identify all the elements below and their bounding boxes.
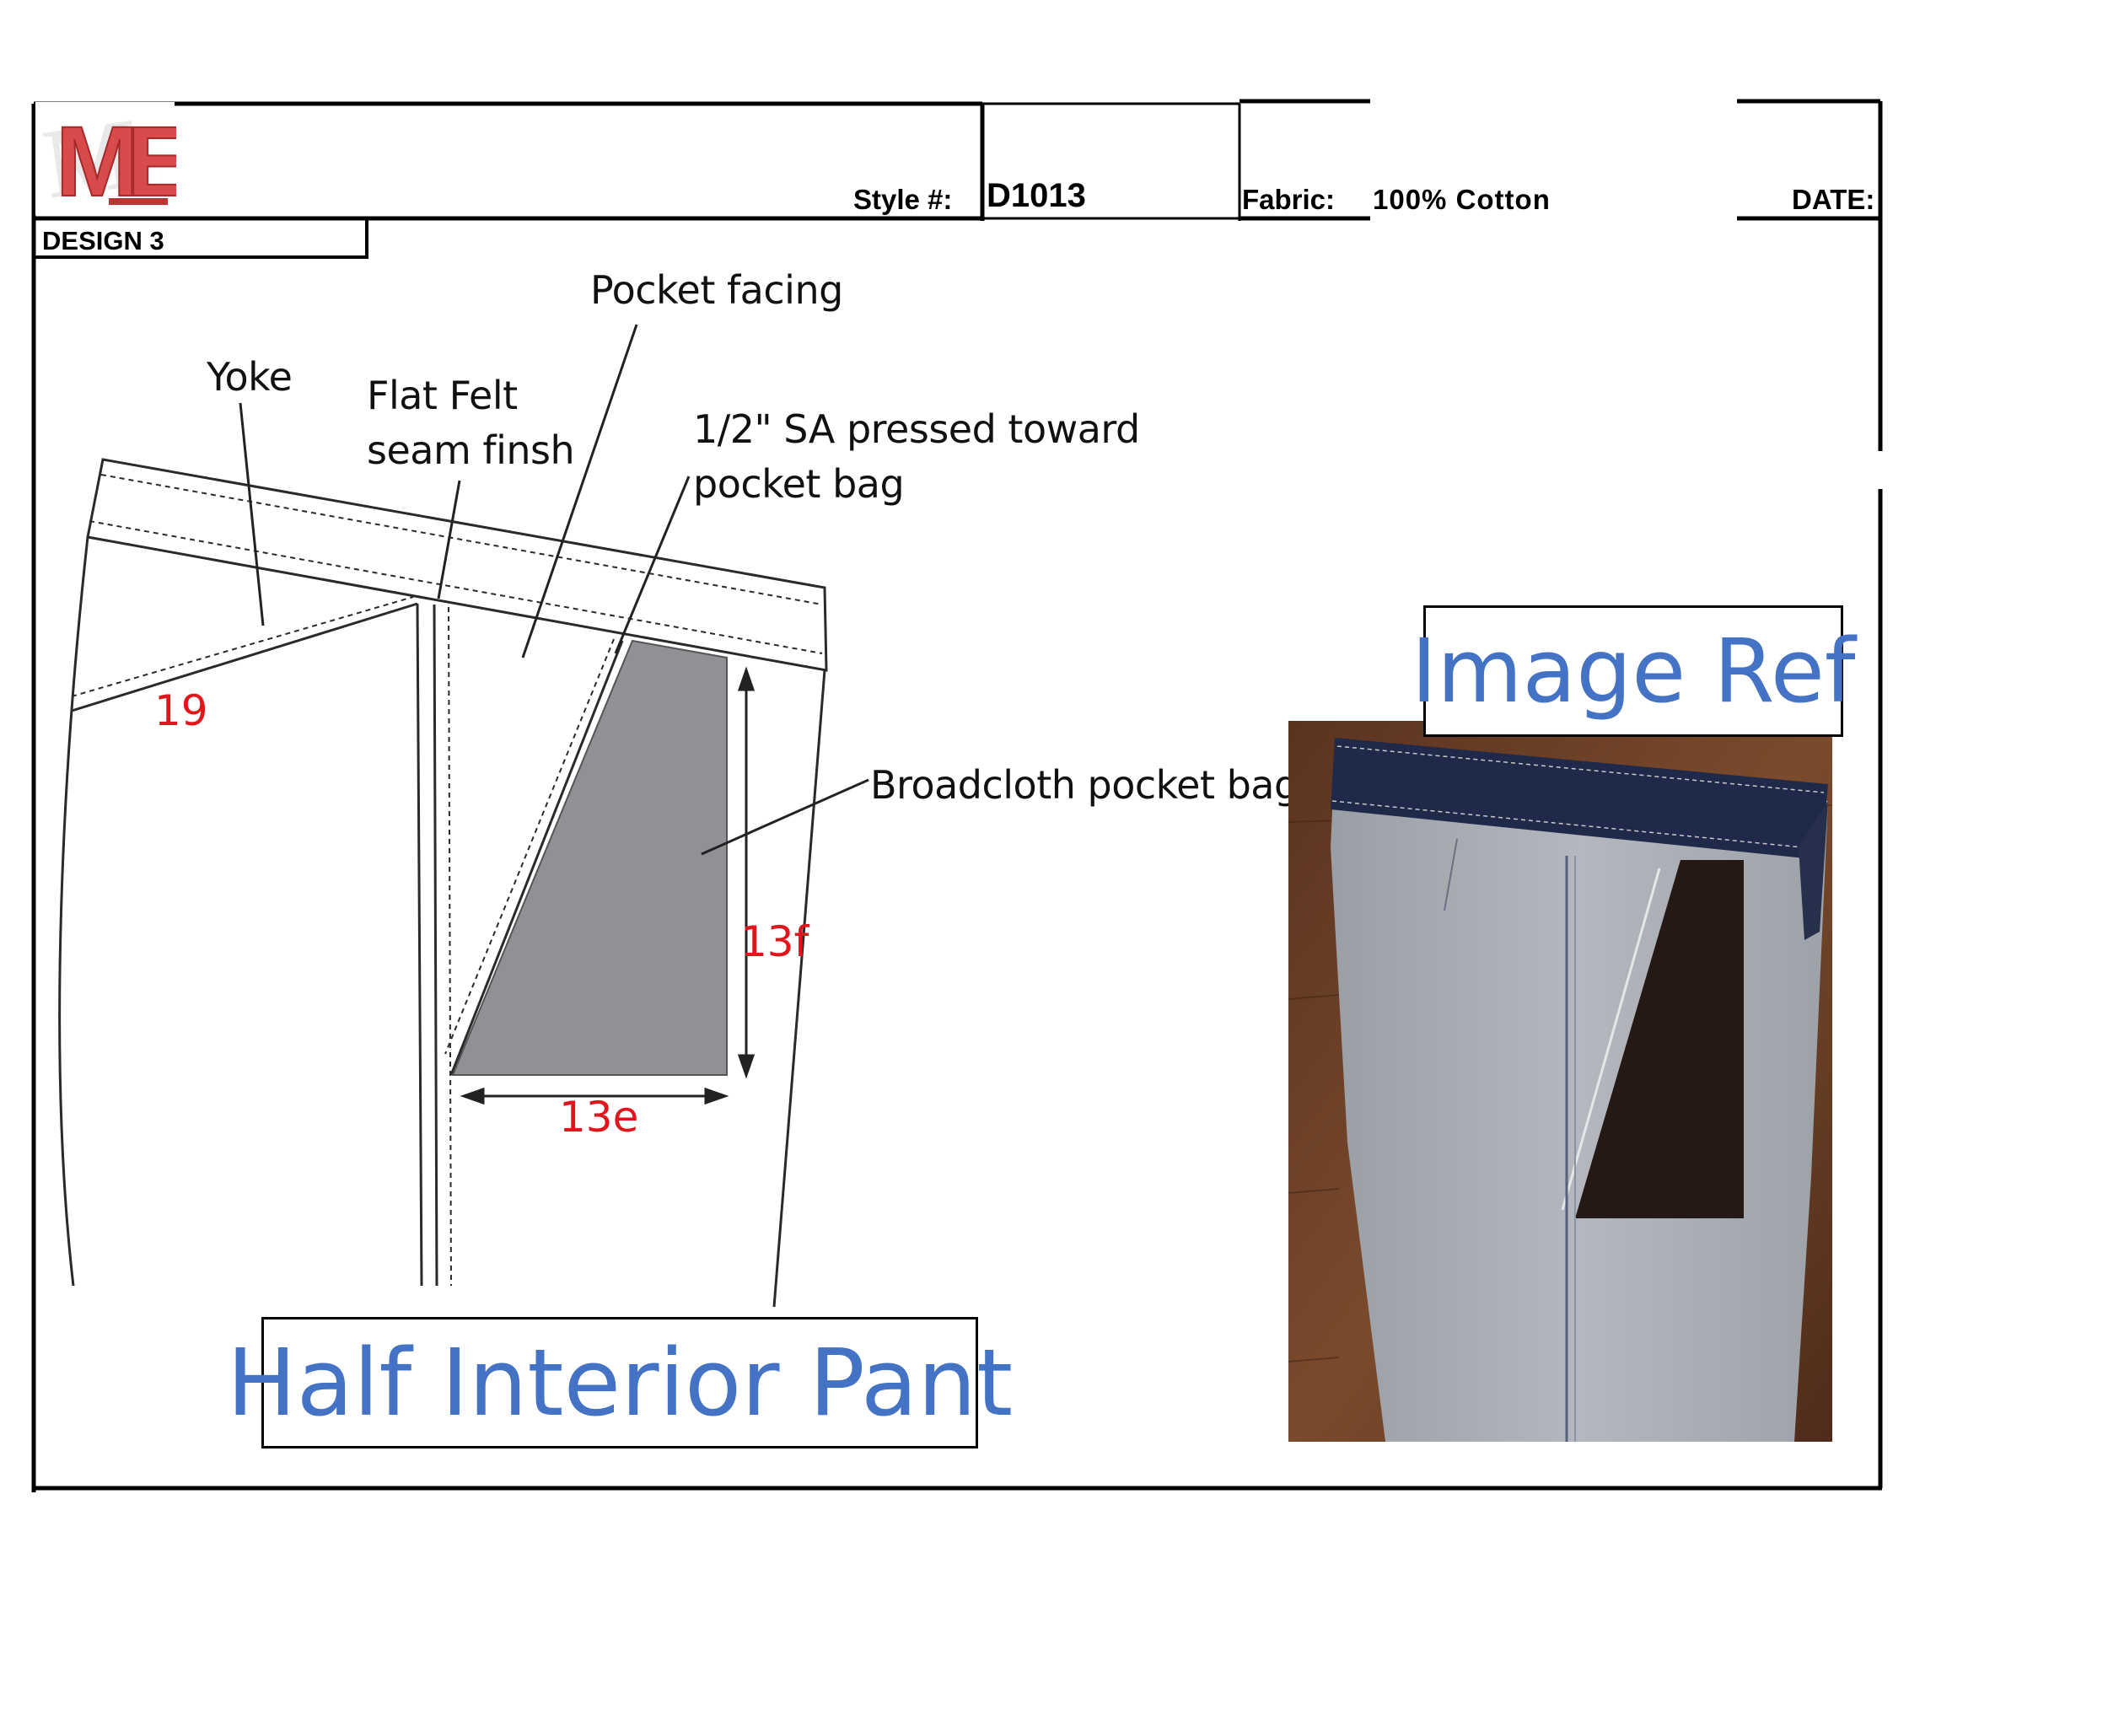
- flat-felt-seam-1: [416, 603, 423, 1287]
- fabric-value: 100% Cotton: [1373, 184, 1551, 215]
- design-label-box: [32, 217, 368, 259]
- leader-lines: [239, 324, 869, 856]
- yoke-seam: [71, 602, 418, 712]
- waistband: [86, 458, 828, 672]
- style-value: D1013: [987, 177, 1086, 214]
- logo-letters: ME: [56, 106, 176, 215]
- seam-allowance-label-line1: 1/2" SA pressed toward: [693, 406, 1140, 452]
- dimension-19: 19: [154, 686, 208, 735]
- leg-line-right: [772, 669, 826, 1308]
- broadcloth-label: Broadcloth pocket bag: [870, 762, 1299, 808]
- side-seam: [58, 536, 89, 1287]
- seam-allowance-label-line2: pocket bag: [693, 461, 905, 507]
- flat-felt-label-line1: Flat Felt: [367, 373, 518, 418]
- brand-logo-icon: M ME: [37, 101, 176, 215]
- fabric-label: Fabric:: [1242, 184, 1336, 215]
- dimension-13e: 13e: [559, 1093, 639, 1142]
- half-interior-pant-caption: Half Interior Pant: [227, 1317, 1013, 1448]
- pant-drawing: [58, 458, 828, 1308]
- pocket-bag-shape: [451, 639, 728, 1076]
- date-label: DATE:: [1792, 184, 1875, 215]
- pocket-opening: [449, 640, 624, 1076]
- logo-shadow: M: [38, 101, 147, 215]
- flat-felt-seam-2: [433, 604, 438, 1287]
- design-label: DESIGN 3: [42, 226, 164, 255]
- pocket-facing-label: Pocket facing: [590, 267, 843, 313]
- reference-photo-icon: [1288, 721, 1832, 1442]
- image-ref-caption: Image Ref: [1412, 605, 1855, 737]
- dimension-13f: 13f: [740, 917, 809, 966]
- flat-felt-label-line2: seam finsh: [367, 427, 575, 473]
- dimension-arrows: [460, 666, 756, 1105]
- yoke-label: Yoke: [207, 354, 293, 400]
- style-label: Style #:: [853, 184, 953, 215]
